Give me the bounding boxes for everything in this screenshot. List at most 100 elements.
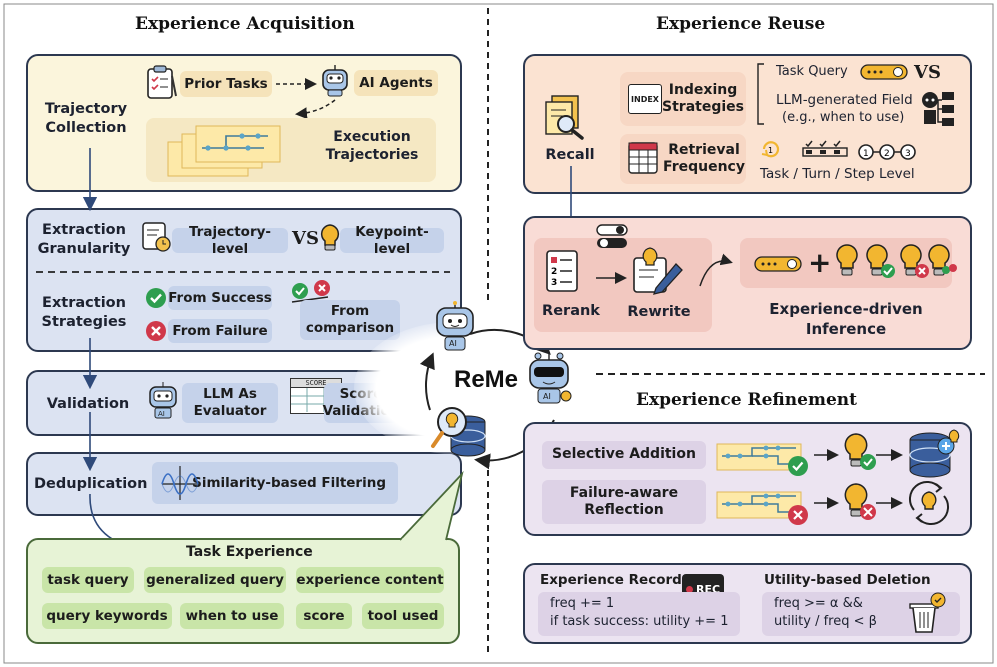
rewrite-label: Rewrite (627, 304, 691, 320)
bulb-icon (834, 243, 860, 283)
svg-text:3: 3 (551, 278, 557, 288)
svg-text:3: 3 (905, 149, 911, 159)
svg-text:1: 1 (768, 146, 773, 155)
center-robot-icon (432, 301, 478, 356)
bulb-success-icon (864, 243, 898, 285)
loop-icon: 1 (760, 138, 782, 164)
deletion-title: Utility-based Deletion (764, 572, 931, 588)
recall-document-search-icon (544, 94, 588, 144)
trajectory-level-chip: Trajectory-level (172, 224, 288, 257)
clipboard-clock-icon (141, 220, 171, 256)
inference-label: Experience-driven Inference (769, 300, 923, 338)
indexing-strategies-label: Indexing Strategies (662, 81, 744, 116)
task-query-label: Task Query (776, 64, 848, 79)
from-failure-chip: From Failure (168, 319, 272, 343)
ai-agents-chip: AI Agents (354, 70, 438, 96)
trajectory-cards-icon (167, 124, 288, 184)
inference-query-slider-icon (754, 256, 802, 276)
llm-field-example: (e.g., when to use) (782, 110, 905, 125)
acquisition-title: Experience Acquisition (135, 14, 355, 34)
field-score: score (296, 603, 352, 629)
extraction-strategies-label: Extraction Strategies (41, 295, 127, 330)
field-task-query: task query (42, 567, 134, 593)
deduplication-label: Deduplication (34, 476, 148, 492)
center-robot-ai-badge: AI (449, 339, 457, 348)
reuse-vs: VS (914, 62, 941, 83)
keypoint-level-chip: Keypoint-level (340, 224, 444, 257)
record-title: Experience Record (540, 572, 682, 588)
bulb-failure-icon (898, 243, 932, 285)
granularity-vs: VS (292, 228, 319, 249)
deletion-line1: freq >= α && (774, 596, 863, 611)
field-tool-used: tool used (362, 603, 444, 629)
retrieval-frequency-label: Retrieval Frequency (663, 141, 745, 176)
record-line1: freq += 1 (550, 596, 615, 611)
validation-label: Validation (46, 396, 130, 412)
rerank-label: Rerank (542, 303, 600, 319)
index-badge-icon: INDEX (628, 84, 662, 114)
execution-trajectories-label: Execution Trajectories (325, 129, 419, 164)
success-trajectory-icon (716, 440, 810, 480)
from-comparison-chip: From comparison (300, 300, 400, 340)
refine-bulb-failure-icon (842, 482, 880, 528)
field-when-to-use: when to use (180, 603, 284, 629)
task-experience-title: Task Experience (186, 544, 313, 560)
reflection-cycle-bulb-icon (906, 480, 952, 530)
llm-evaluator-chip: LLM As Evaluator (182, 383, 278, 423)
prior-tasks-chip: Prior Tasks (180, 71, 272, 97)
failure-reflection-chip: Failure-aware Reflection (542, 480, 706, 524)
bulb-comparison-icon (926, 243, 957, 285)
svg-text:2: 2 (884, 149, 890, 159)
cool-robot-ai-badge: AI (543, 392, 551, 401)
refinement-title: Experience Refinement (636, 390, 857, 410)
field-query-keywords: query keywords (42, 603, 172, 629)
score-badge-text: SCORE (291, 379, 341, 388)
record-formula-box (538, 592, 740, 636)
deletion-line2: utility / freq < β (774, 614, 877, 629)
bulb-database-search-icon (430, 400, 490, 466)
frequency-table-icon (628, 142, 658, 178)
database-add-icon (906, 428, 964, 484)
keypoint-bulb-icon (318, 223, 342, 257)
toggle-switch-icon (596, 224, 630, 254)
refine-bulb-success-icon (842, 432, 880, 478)
failure-x-icon (145, 320, 167, 346)
sine-wave-icon (160, 464, 202, 506)
cool-robot-icon (524, 352, 574, 412)
llm-network-icon (920, 88, 960, 132)
success-check-icon (145, 287, 167, 313)
field-experience-content: experience content (296, 567, 444, 593)
reuse-title: Experience Reuse (656, 14, 826, 34)
inference-plus: + (808, 246, 832, 279)
step-nodes-icon: 1 2 3 (858, 142, 916, 166)
trajectory-collection-label: Trajectory Collection (44, 101, 128, 136)
similarity-filtering-chip: Similarity-based Filtering (152, 462, 398, 504)
from-success-chip: From Success (168, 286, 272, 310)
field-generalized-query: generalized query (144, 567, 286, 593)
llm-field-label: LLM-generated Field (776, 92, 913, 108)
ai-agent-robot-icon (318, 64, 352, 102)
trash-bin-icon (906, 592, 948, 640)
svg-text:2: 2 (551, 267, 557, 277)
svg-text:AI: AI (158, 410, 165, 418)
llm-robot-icon: AI (146, 381, 180, 425)
rewrite-pencil-icon (632, 244, 686, 300)
rec-dot (685, 585, 693, 593)
query-slider-icon (860, 64, 908, 84)
reme-title: ReMe (454, 366, 519, 393)
selective-addition-chip: Selective Addition (542, 441, 706, 469)
checklist-icon (146, 65, 178, 104)
svg-text:1: 1 (863, 149, 869, 159)
comparison-scale-icon (288, 280, 340, 314)
levels-label: Task / Turn / Step Level (760, 166, 915, 182)
turn-checks-icon (802, 138, 848, 164)
failure-trajectory-icon (716, 488, 810, 530)
